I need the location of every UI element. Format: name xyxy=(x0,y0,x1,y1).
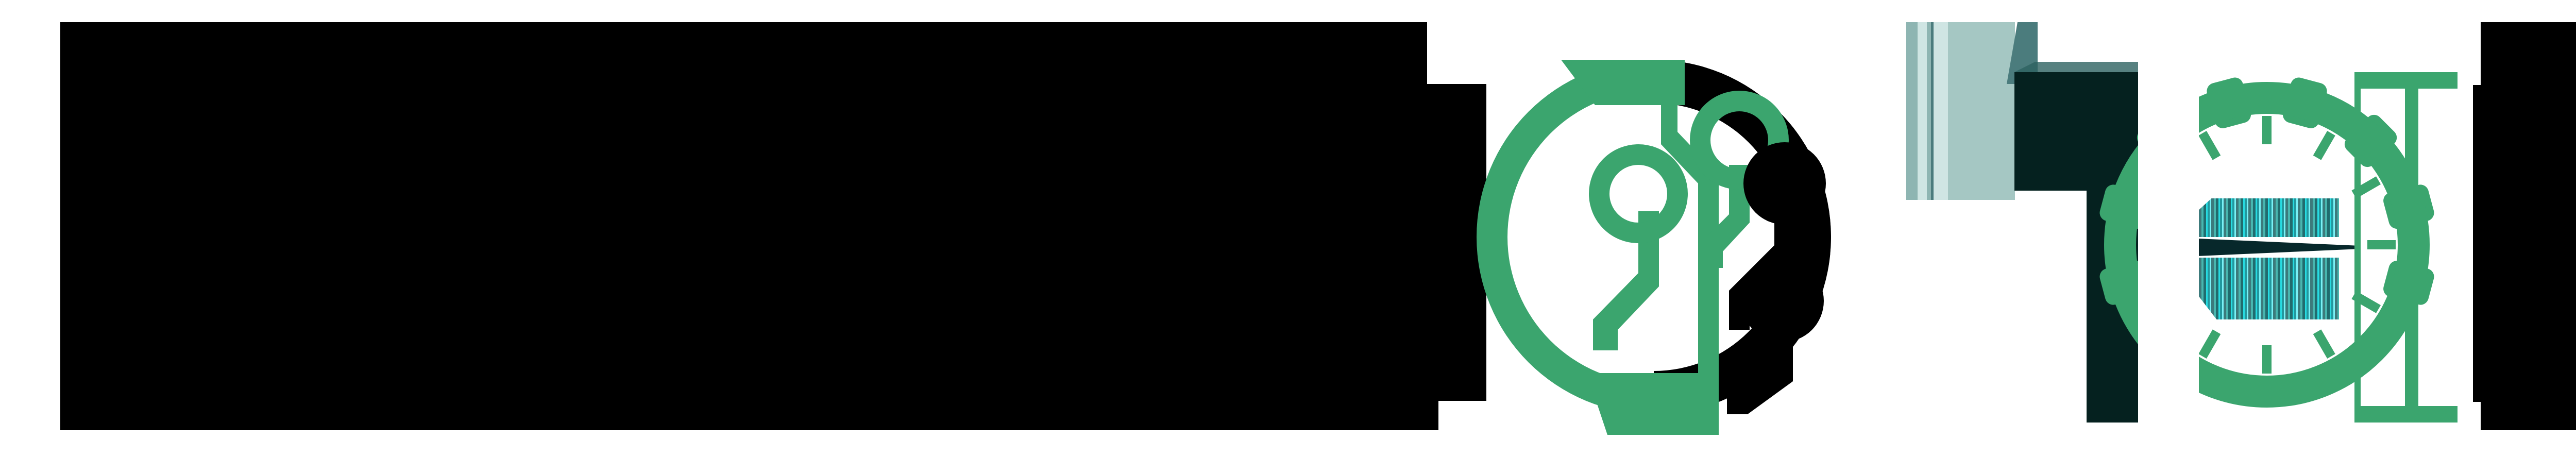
circuit-ring-green-arc xyxy=(1477,60,1654,414)
circuit-trace-upper-right xyxy=(1702,165,1750,268)
numeral-one-highlight xyxy=(2014,62,2159,72)
numeral-one-wrap: 1 xyxy=(2004,62,2184,433)
numeral-one-glyph xyxy=(2014,72,2159,423)
i-beam-bracket-wrap xyxy=(2354,72,2458,423)
circuit-ring-notch xyxy=(1561,60,1685,105)
numeral-one-icon xyxy=(2014,62,2159,423)
i-beam-bracket-icon xyxy=(2354,72,2458,423)
pale-teal-band-c xyxy=(1927,22,1931,200)
bracket-stem xyxy=(2405,72,2418,423)
circuit-board-circle-icon xyxy=(1477,60,1831,435)
circuit-trace-left xyxy=(1593,211,1659,350)
circuit-foot-block xyxy=(1587,373,1719,435)
wordmark-left-slab-main xyxy=(60,22,1391,430)
wordmark-terminal-letter: L xyxy=(0,0,1,1)
bracket-left-edge xyxy=(2354,72,2361,423)
pale-teal-band-e xyxy=(1934,22,1948,200)
pale-teal-band-b xyxy=(1918,22,1927,200)
circuit-icon-wrap xyxy=(1463,10,1834,464)
circuit-node-pad-upper xyxy=(1690,91,1789,190)
pale-teal-band-d xyxy=(1931,22,1934,200)
pale-teal-band-label: pale-teal-smear-band xyxy=(0,0,1,1)
wordmark-left-label: wordmark-left-stretched-glyphs xyxy=(0,0,1,1)
wordmark-left-slab-upper xyxy=(1391,22,1427,84)
pale-teal-band-main xyxy=(1948,22,2015,200)
circuit-node-pad-left xyxy=(1589,144,1688,243)
circuit-node-pad-right-lower xyxy=(1741,260,1824,342)
gear-left-mask xyxy=(2138,62,2199,428)
pale-teal-band-a xyxy=(1906,22,1918,200)
bracket-bottom-flange xyxy=(2370,406,2458,423)
wordmark-right-slab-main xyxy=(2481,22,2576,430)
circuit-trace-black-lower xyxy=(1727,334,1793,414)
circuit-node-pad-right-upper xyxy=(1743,142,1826,225)
wordmark-left-slab-foot xyxy=(1391,401,1438,430)
wordmark-right-label: wordmark-right-stretched-glyphs xyxy=(0,0,1,1)
cyan-smear-label: cyan-pixel-smear-glitch xyxy=(0,0,1,1)
wordmark-right-slab-left-notch xyxy=(2473,85,2488,402)
circuit-trace-spine xyxy=(1661,103,1719,414)
